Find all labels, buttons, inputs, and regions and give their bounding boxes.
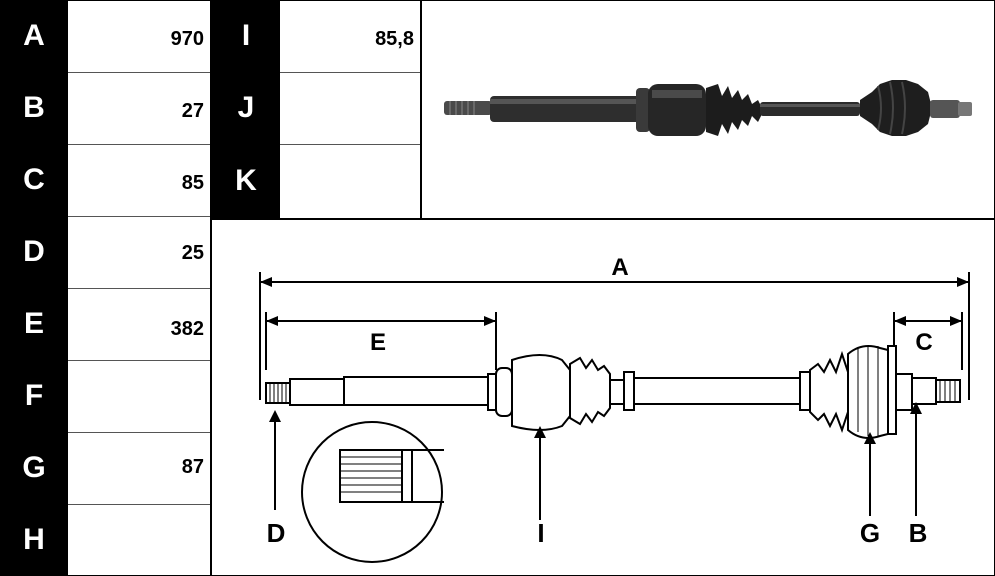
diagram-label-e: E [370,329,386,356]
dim-label-j: J [212,72,280,144]
dim-label-e: E [0,288,68,360]
dim-value-a: 970 [170,28,204,50]
dim-value-b: 27 [181,100,204,122]
driveshaft-photo-drawing [444,80,972,136]
diagram-label-a: A [611,254,628,281]
dim-label-g: G [0,432,68,504]
dim-value-h [68,504,210,576]
dim-label-d: D [0,216,68,288]
dim-label-c: C [0,144,68,216]
driveshaft-photo [444,80,972,136]
dim-label-h: H [0,504,68,576]
dim-value-j [280,72,420,144]
dim-label-i: I [212,0,280,72]
dim-value-k [280,144,420,218]
dim-value-g: 87 [181,456,204,478]
diagram-label-g: G [860,518,880,548]
driveshaft-dimension-diagram: A E C D I G B [259,254,970,563]
diagram-label-b: B [909,518,928,548]
dim-value-i: 85,8 [375,28,414,50]
diagram-label-i: I [537,518,544,548]
dim-label-a: A [0,0,68,72]
dim-value-f [68,360,210,432]
dim-value-e: 382 [170,318,204,340]
diagram-label-c: C [915,329,932,356]
dim-label-f: F [0,360,68,432]
spline-detail-circle [301,421,444,563]
dim-value-d: 25 [181,242,204,264]
dim-label-b: B [0,72,68,144]
dim-label-k: K [212,144,280,218]
dim-value-c: 85 [181,172,204,194]
diagram-label-d: D [267,518,286,548]
